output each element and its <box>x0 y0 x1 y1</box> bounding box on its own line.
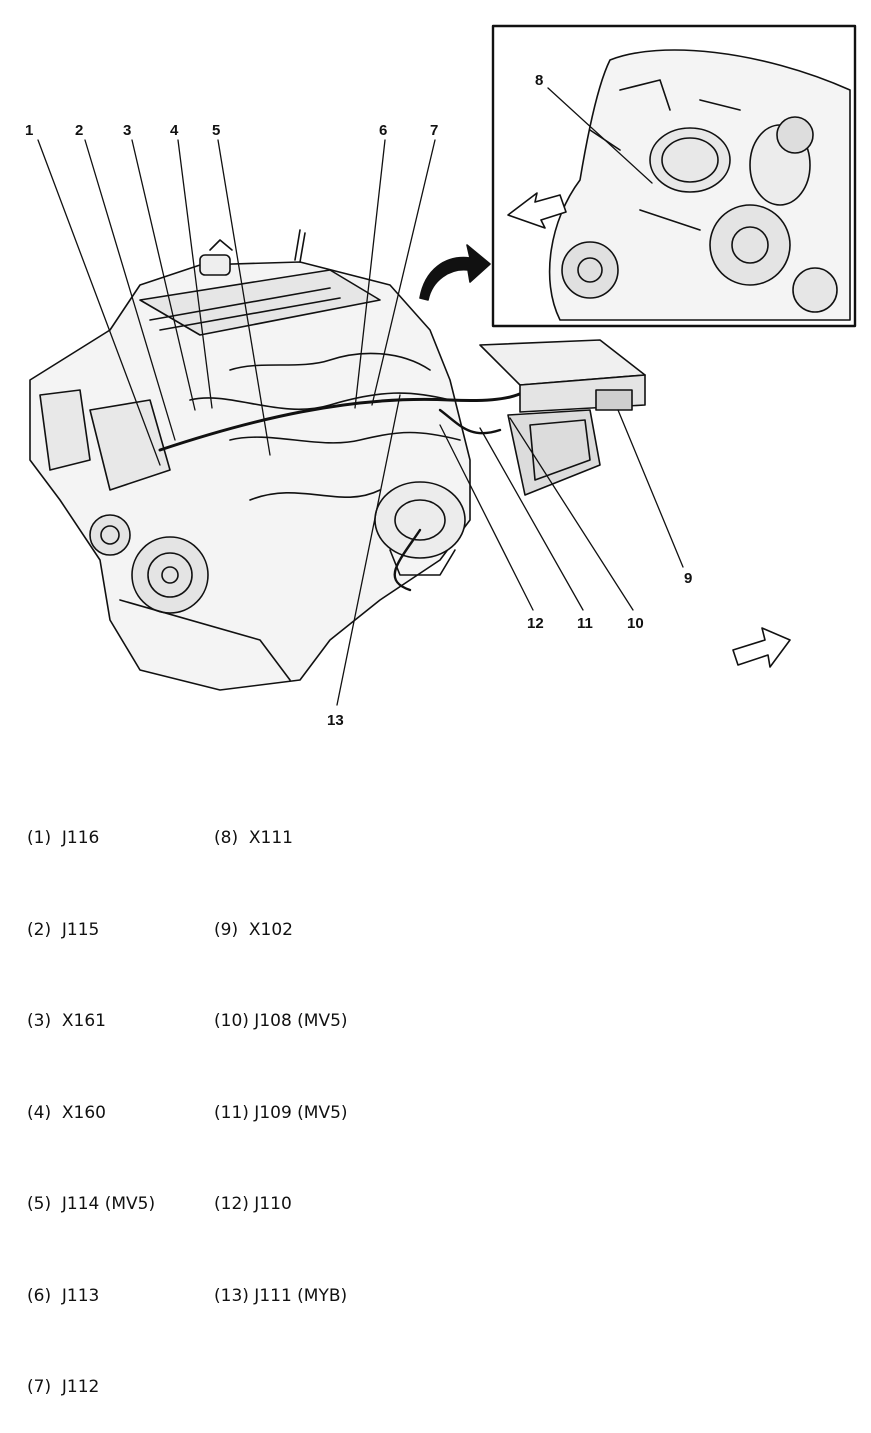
direction-arrow-left-icon <box>507 192 567 229</box>
legend-item-2: (2) J115 <box>27 919 100 940</box>
callout-2: 2 <box>75 122 83 139</box>
legend-column-right: (8) X111 (9) X102 (10) J108 (MV5) (11) J… <box>214 762 348 1342</box>
curved-pointer-arrow <box>419 244 491 301</box>
legend-item-3: (3) X161 <box>27 1011 106 1031</box>
ecm-module <box>479 339 646 496</box>
callout-9: 9 <box>684 570 692 587</box>
callout-7: 7 <box>430 122 438 139</box>
alternator <box>374 481 466 576</box>
callout-12: 12 <box>527 615 544 632</box>
callout-3: 3 <box>123 122 131 139</box>
engine-block <box>29 229 471 691</box>
callout-11: 11 <box>577 615 593 632</box>
legend-column-left: (1) J116 (2) J115 (3) X161 (4) X160 (5) … <box>27 762 155 1433</box>
legend-item-6: (6) J113 <box>27 1285 100 1306</box>
callout-6: 6 <box>379 122 387 139</box>
legend-item-9: (9) X102 <box>214 919 293 940</box>
legend-item-10: (10) J108 (MV5) <box>214 1011 348 1031</box>
legend-item-5: (5) J114 (MV5) <box>27 1194 156 1214</box>
callout-13: 13 <box>327 712 344 729</box>
callout-4: 4 <box>170 122 179 139</box>
callout-labels: 1 2 3 4 5 6 7 8 9 10 11 12 13 <box>25 72 692 729</box>
callout-5: 5 <box>212 122 220 139</box>
callout-10: 10 <box>627 615 644 632</box>
legend-item-8: (8) X111 <box>214 828 293 848</box>
leader-lines <box>37 87 684 706</box>
direction-arrow-right-icon <box>732 627 791 668</box>
callout-8: 8 <box>535 72 543 89</box>
legend-item-4: (4) X160 <box>27 1102 106 1123</box>
callout-1: 1 <box>25 122 33 139</box>
legend-item-12: (12) J110 <box>214 1194 292 1214</box>
inset-detail <box>491 24 857 328</box>
engine-harness-diagram: 1 2 3 4 5 6 7 8 9 10 11 12 13 <box>25 24 857 729</box>
legend-item-7: (7) J112 <box>27 1377 100 1397</box>
legend-item-13: (13) J111 (MYB) <box>214 1285 348 1306</box>
legend-item-1: (1) J116 <box>27 828 100 848</box>
legend-item-11: (11) J109 (MV5) <box>214 1102 348 1123</box>
